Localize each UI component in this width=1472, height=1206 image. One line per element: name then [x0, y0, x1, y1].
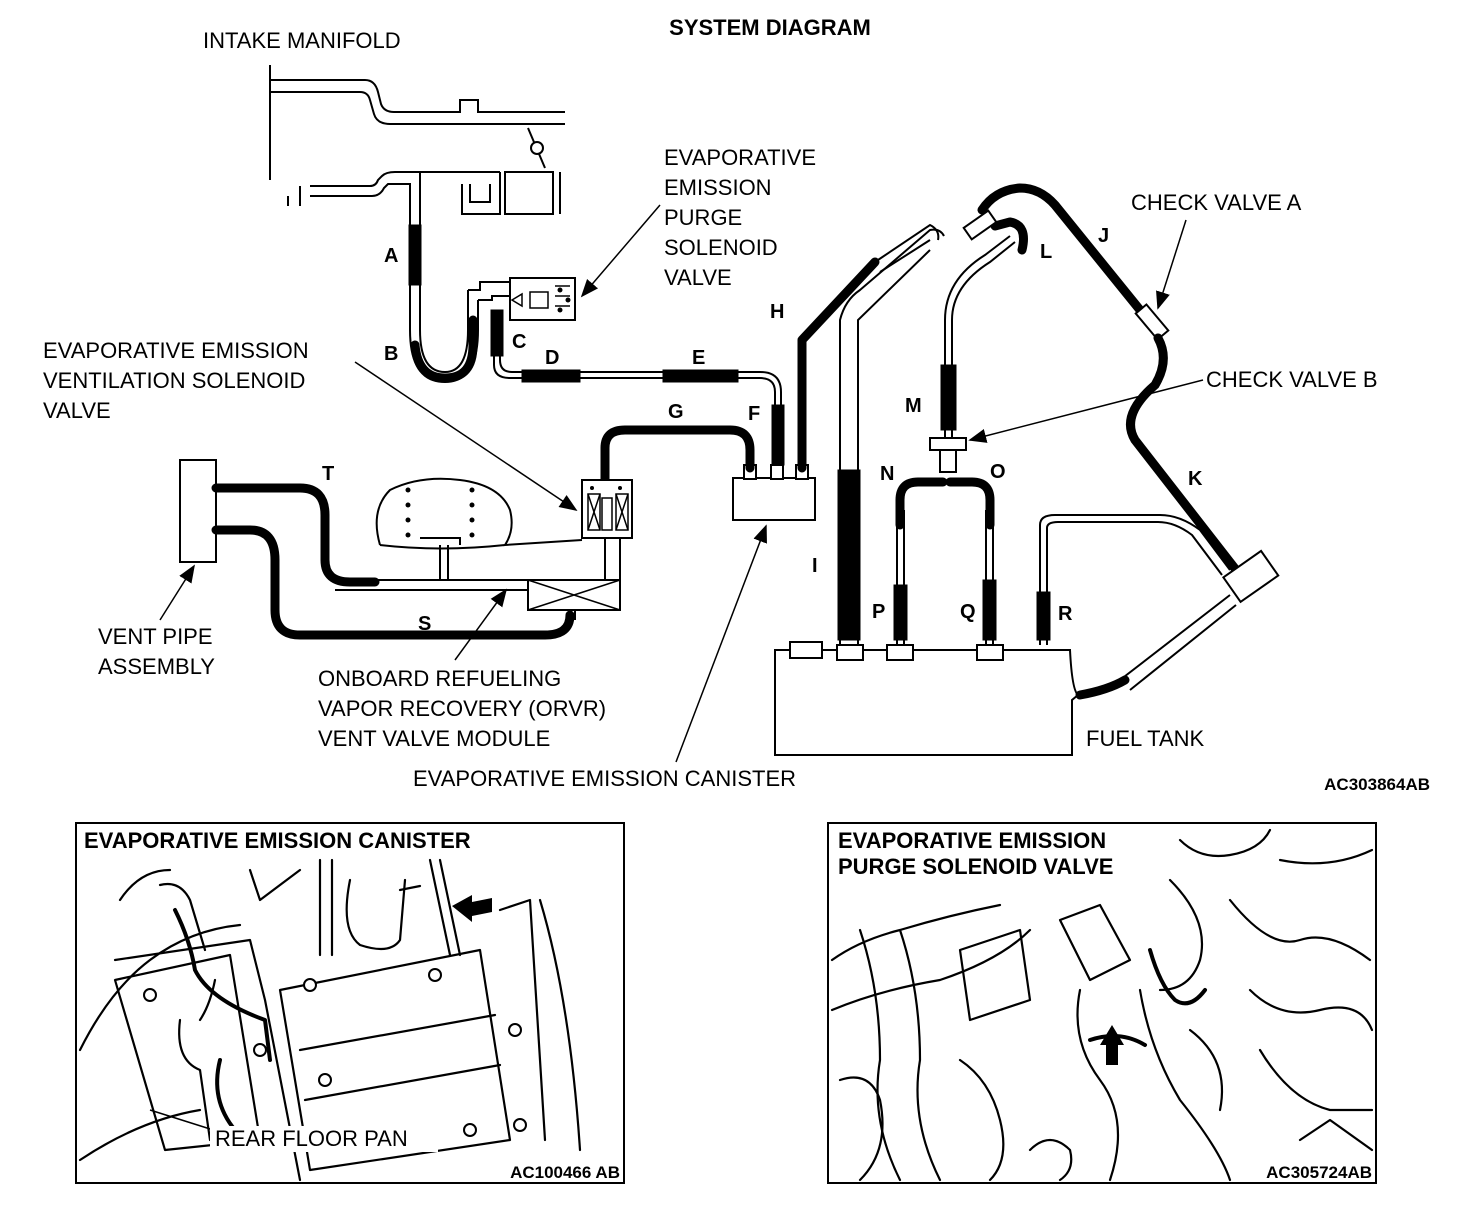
hose-letter-j: J: [1098, 225, 1109, 247]
fuel-tank-circuit: I P N Q O M L J K R FUEL: [774, 183, 1280, 756]
hose-letter-i: I: [812, 555, 818, 577]
label-intake-manifold: INTAKE MANIFOLD: [203, 28, 401, 53]
hose-letter-r: R: [1058, 603, 1073, 625]
hose-letter-d: D: [545, 347, 559, 369]
vent-circuit: T S: [179, 459, 633, 640]
label-rear-floor-pan: REAR FLOOR PAN: [215, 1126, 408, 1151]
hose-letter-n: N: [880, 463, 894, 485]
svg-text:VENT VALVE MODULE: VENT VALVE MODULE: [318, 726, 550, 751]
canister-label: EVAPORATIVE EMISSION CANISTER: [413, 524, 796, 791]
hose-letter-b: B: [384, 343, 398, 365]
hose-letter-q: Q: [960, 601, 976, 623]
evaporative-emission-canister: [732, 477, 816, 521]
panel-right-ref: AC305724AB: [1266, 1163, 1372, 1182]
hose-letter-e: E: [692, 347, 705, 369]
vent-pipe-assembly: [179, 459, 217, 563]
svg-text:CHECK VALVE A: CHECK VALVE A: [1131, 190, 1302, 215]
arrow-icon: [1100, 1025, 1124, 1065]
svg-text:VENT PIPE: VENT PIPE: [98, 624, 213, 649]
panel-right-title-line1: EVAPORATIVE EMISSION: [838, 828, 1106, 853]
purge-solenoid-valve: [509, 277, 576, 321]
panel-purge-valve-photo: EVAPORATIVE EMISSION PURGE SOLENOID VALV…: [827, 822, 1377, 1184]
panel-right-title-line2: PURGE SOLENOID VALVE: [838, 854, 1113, 879]
hose-letter-l: L: [1040, 241, 1052, 263]
panel-canister-photo: EVAPORATIVE EMISSION CANISTER REAR FLOOR…: [75, 822, 625, 1184]
purge-valve-label: EVAPORATIVE EMISSION PURGE SOLENOID VALV…: [580, 145, 816, 298]
svg-text:EMISSION: EMISSION: [664, 175, 772, 200]
hose-letter-g: G: [668, 401, 684, 423]
hose-letter-t: T: [322, 463, 334, 485]
svg-text:EVAPORATIVE EMISSION CANISTER: EVAPORATIVE EMISSION CANISTER: [413, 766, 796, 791]
svg-text:SOLENOID: SOLENOID: [664, 235, 778, 260]
hose-letter-k: K: [1188, 468, 1203, 490]
svg-text:VALVE: VALVE: [664, 265, 732, 290]
check-valve-a: [1134, 303, 1170, 341]
svg-text:ASSEMBLY: ASSEMBLY: [98, 654, 215, 679]
svg-text:EVAPORATIVE EMISSION: EVAPORATIVE EMISSION: [43, 338, 309, 363]
hose-letter-s: S: [418, 613, 431, 635]
vent-pipe-label: VENT PIPE ASSEMBLY: [98, 564, 215, 679]
intake-manifold: INTAKE MANIFOLD: [203, 28, 565, 300]
svg-text:ONBOARD REFUELING: ONBOARD REFUELING: [318, 666, 561, 691]
svg-text:PURGE: PURGE: [664, 205, 742, 230]
canister-circuit: G H: [600, 223, 940, 521]
panel-left-title: EVAPORATIVE EMISSION CANISTER: [84, 828, 471, 853]
svg-text:VAPOR RECOVERY (ORVR): VAPOR RECOVERY (ORVR): [318, 696, 606, 721]
orvr-label: ONBOARD REFUELING VAPOR RECOVERY (ORVR) …: [318, 588, 606, 751]
arrow-icon: [452, 895, 492, 922]
svg-text:VALVE: VALVE: [43, 398, 111, 423]
svg-text:CHECK VALVE B: CHECK VALVE B: [1206, 367, 1378, 392]
hose-letter-o: O: [990, 461, 1006, 483]
panel-left-ref: AC100466 AB: [510, 1163, 620, 1182]
hose-letter-m: M: [905, 395, 922, 417]
figure-reference: AC303864AB: [1324, 775, 1430, 794]
fuel-tank: [774, 649, 1080, 756]
svg-text:VENTILATION SOLENOID: VENTILATION SOLENOID: [43, 368, 305, 393]
hose-letter-a: A: [384, 245, 398, 267]
hose-letter-h: H: [770, 301, 784, 323]
filler-neck: [1221, 549, 1280, 604]
diagram-title: SYSTEM DIAGRAM: [669, 15, 871, 40]
hose-letter-f: F: [748, 403, 760, 425]
label-fuel-tank: FUEL TANK: [1086, 726, 1205, 751]
check-valve-labels: CHECK VALVE A CHECK VALVE B: [968, 190, 1378, 443]
purge-circuit: A B C D E F: [384, 184, 785, 466]
svg-text:EVAPORATIVE: EVAPORATIVE: [664, 145, 816, 170]
ventilation-valve-label: EVAPORATIVE EMISSION VENTILATION SOLENOI…: [43, 338, 578, 512]
hose-letter-c: C: [512, 331, 526, 353]
hose-letter-p: P: [872, 601, 885, 623]
check-valve-b: [929, 437, 967, 451]
